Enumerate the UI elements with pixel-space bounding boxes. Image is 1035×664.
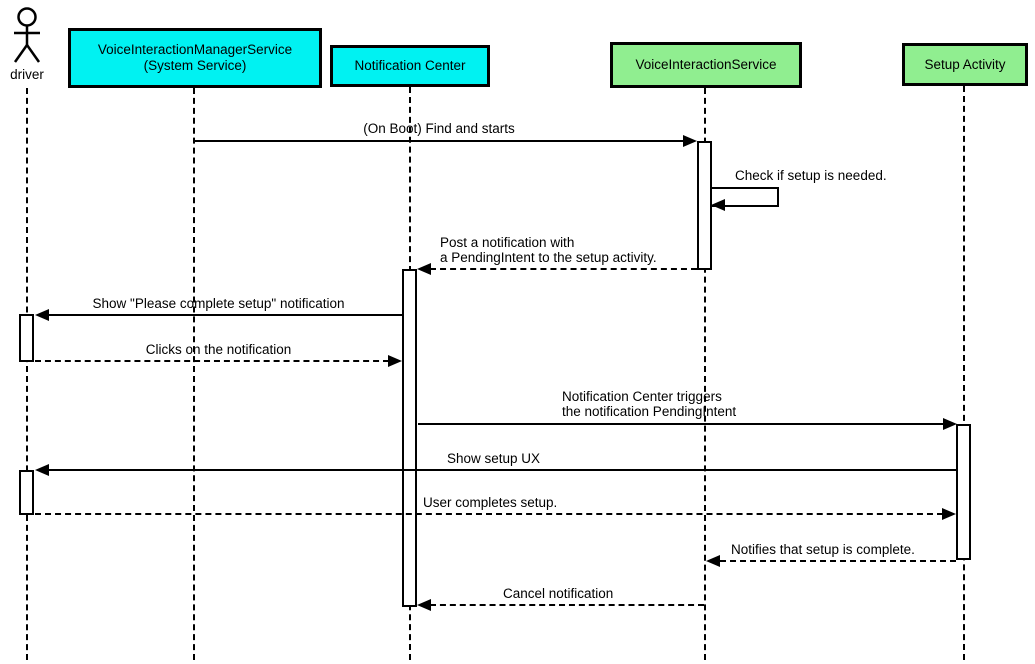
message-4-line [48, 314, 402, 316]
message-5-arrowhead [388, 355, 402, 367]
message-7-line [48, 469, 956, 471]
message-6-line [418, 423, 944, 425]
message-5-label: Clicks on the notification [145, 342, 292, 357]
participant-setup-activity: Setup Activity [902, 43, 1028, 86]
message-3-label-line2: a PendingIntent to the setup activity. [440, 250, 657, 265]
message-10-label: Cancel notification [503, 586, 614, 601]
message-8-label: User completes setup. [423, 495, 558, 510]
message-1-arrowhead [683, 135, 697, 147]
message-7-arrowhead [35, 464, 49, 476]
participant-label: VoiceInteractionService [635, 57, 777, 72]
participant-notification-center: Notification Center [330, 45, 490, 87]
actor-driver-label: driver [10, 67, 44, 82]
message-1-label: (On Boot) Find and starts [363, 121, 515, 136]
message-3-line [430, 268, 697, 270]
activation-driver-2 [19, 470, 34, 515]
activation-setup-activity [956, 424, 971, 560]
message-8-line [35, 513, 943, 515]
message-4-arrowhead [35, 309, 49, 321]
participant-label: Notification Center [354, 58, 466, 73]
message-3-label-line1: Post a notification with [440, 235, 575, 250]
message-9-line [720, 560, 956, 562]
message-4-label: Show "Please complete setup" notificatio… [92, 296, 345, 311]
stick-figure-icon [13, 7, 41, 63]
participant-voice-interaction-service: VoiceInteractionService [610, 42, 802, 88]
message-10-line [430, 604, 704, 606]
message-9-arrowhead [706, 555, 720, 567]
participant-label-line1: VoiceInteractionManagerService [97, 42, 293, 57]
lifeline-voice-interaction-manager-service [193, 88, 195, 660]
lifeline-setup-activity [963, 86, 965, 660]
message-5-line [35, 360, 389, 362]
message-10-arrowhead [417, 599, 431, 611]
message-7-label: Show setup UX [447, 451, 541, 466]
message-2-self-loop [711, 187, 779, 207]
activation-driver-1 [19, 314, 34, 362]
lifeline-voice-interaction-service [704, 88, 706, 660]
message-6-label-line1: Notification Center triggers [562, 389, 722, 404]
participant-voice-interaction-manager-service: VoiceInteractionManagerService (System S… [68, 28, 322, 88]
message-6-arrowhead [943, 418, 957, 430]
lifeline-driver [26, 88, 28, 660]
activation-voice-interaction-service [697, 141, 712, 270]
message-1-line [194, 140, 684, 142]
message-2-arrowhead [711, 199, 725, 211]
message-2-label: Check if setup is needed. [735, 168, 887, 183]
participant-label-line2: (System Service) [143, 58, 247, 73]
participant-label: Setup Activity [924, 56, 1006, 72]
message-9-label: Notifies that setup is complete. [731, 542, 915, 557]
message-8-arrowhead [942, 508, 956, 520]
message-3-arrowhead [417, 263, 431, 275]
activation-notification-center [402, 269, 417, 607]
message-6-label-line2: the notification PendingIntent [562, 404, 737, 419]
